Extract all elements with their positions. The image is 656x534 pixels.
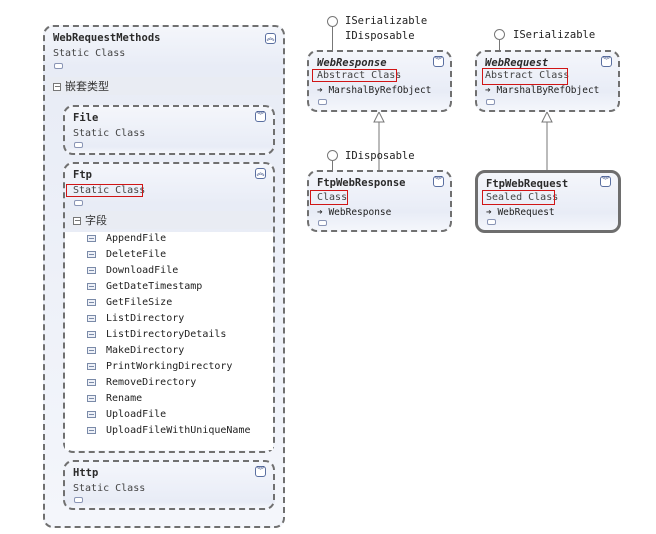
nested-types-section[interactable]: −嵌套类型 [47, 77, 281, 95]
double-chevron-up-icon[interactable]: ︽ [265, 33, 276, 44]
field-icon [87, 314, 96, 322]
field-icon [87, 346, 96, 354]
section-label: 嵌套类型 [65, 80, 109, 93]
class-name: WebResponse [317, 57, 387, 69]
inheritance-arrowhead [541, 110, 553, 123]
compartment-toggle-icon[interactable] [74, 497, 83, 503]
interface-label: IDisposable [345, 150, 415, 162]
field-item[interactable]: ListDirectory [87, 312, 184, 326]
field-icon [87, 266, 96, 274]
field-item[interactable]: DeleteFile [87, 248, 166, 262]
interface-lollipop-icon [327, 150, 338, 161]
field-item[interactable]: Rename [87, 392, 142, 406]
interface-connector [499, 40, 500, 50]
field-icon [87, 330, 96, 338]
interface-lollipop-icon [494, 29, 505, 40]
class-name: File [73, 112, 99, 124]
highlight-box [482, 68, 568, 85]
field-icon [87, 298, 96, 306]
highlight-box [66, 184, 143, 197]
class-shape-file[interactable]: File Static Class ︾ [63, 105, 275, 155]
double-chevron-down-icon[interactable]: ︾ [255, 466, 266, 477]
field-item[interactable]: PrintWorkingDirectory [87, 360, 232, 374]
interface-connector [332, 27, 333, 50]
class-shape-webresponse[interactable]: WebResponse Abstract Class ︾ ➔ MarshalBy… [307, 50, 452, 112]
compartment-toggle-icon[interactable] [487, 219, 496, 225]
field-item[interactable]: RemoveDirectory [87, 376, 196, 390]
field-icon [87, 426, 96, 434]
compartment-toggle-icon[interactable] [74, 200, 83, 206]
compartment-toggle-icon[interactable] [486, 99, 495, 105]
field-icon [87, 250, 96, 258]
class-name: Http [73, 467, 99, 479]
arrow-right-icon: ➔ [486, 207, 498, 218]
double-chevron-down-icon[interactable]: ︾ [601, 56, 612, 67]
compartment-toggle-icon[interactable] [54, 63, 63, 69]
class-shape-http[interactable]: Http Static Class ︾ [63, 460, 275, 510]
compartment-toggle-icon[interactable] [318, 220, 327, 226]
collapse-minus-icon[interactable]: − [53, 82, 61, 91]
class-name: Ftp [73, 169, 92, 181]
interface-connector [332, 161, 333, 170]
interface-label: ISerializable [345, 15, 428, 27]
compartment-toggle-icon[interactable] [74, 142, 83, 148]
field-item[interactable]: MakeDirectory [87, 344, 184, 358]
arrow-right-icon: ➔ [317, 207, 329, 218]
field-list: AppendFile DeleteFile DownloadFile GetDa… [65, 232, 273, 450]
fields-section[interactable]: −字段 [67, 211, 271, 229]
field-icon [87, 410, 96, 418]
class-shape-webrequest[interactable]: WebRequest Abstract Class ︾ ➔ MarshalByR… [475, 50, 620, 112]
base-type: ➔ WebResponse [317, 207, 392, 218]
base-type: ➔ MarshalByRefObject [485, 85, 600, 96]
class-kind: Static Class [73, 483, 146, 494]
class-shape-ftpwebrequest[interactable]: FtpWebRequest Sealed Class ︾ ➔ WebReques… [475, 170, 621, 233]
class-name: FtpWebRequest [486, 178, 569, 190]
class-name: WebRequest [485, 57, 549, 69]
field-item[interactable]: DownloadFile [87, 264, 178, 278]
field-icon [87, 394, 96, 402]
class-kind: Static Class [73, 185, 146, 196]
base-type: ➔ WebRequest [486, 207, 555, 218]
field-item[interactable]: UploadFile [87, 408, 166, 422]
class-kind: Abstract Class [485, 70, 570, 81]
class-shape-ftp[interactable]: Ftp Static Class ︽ −字段 AppendFile Delete… [63, 162, 275, 453]
interface-label: IDisposable [345, 30, 415, 42]
class-kind: Static Class [73, 128, 146, 139]
class-name: WebRequestMethods [53, 32, 161, 44]
class-kind: Static Class [53, 48, 126, 59]
double-chevron-down-icon[interactable]: ︾ [433, 176, 444, 187]
field-item[interactable]: UploadFileWithUniqueName [87, 424, 251, 438]
class-name: FtpWebResponse [317, 177, 406, 189]
collapse-minus-icon[interactable]: − [73, 216, 81, 225]
highlight-box [310, 190, 348, 205]
arrow-right-icon: ➔ [485, 85, 497, 96]
field-icon [87, 282, 96, 290]
arrow-right-icon: ➔ [317, 85, 329, 96]
highlight-box [312, 69, 397, 82]
base-type: ➔ MarshalByRefObject [317, 85, 432, 96]
double-chevron-down-icon[interactable]: ︾ [255, 111, 266, 122]
class-kind: Sealed Class [486, 192, 559, 203]
class-shape-webrequestmethods[interactable]: WebRequestMethods Static Class ︽ −嵌套类型 F… [43, 25, 285, 528]
class-kind: Class [317, 192, 348, 203]
compartment-toggle-icon[interactable] [318, 99, 327, 105]
field-icon [87, 362, 96, 370]
section-label: 字段 [85, 214, 107, 227]
field-item[interactable]: GetFileSize [87, 296, 172, 310]
highlight-box [482, 190, 555, 205]
field-item[interactable]: AppendFile [87, 232, 166, 246]
double-chevron-down-icon[interactable]: ︾ [433, 56, 444, 67]
field-icon [87, 378, 96, 386]
double-chevron-down-icon[interactable]: ︾ [600, 176, 611, 187]
interface-lollipop-icon [327, 16, 338, 27]
inheritance-arrowhead [373, 110, 385, 123]
class-shape-ftpwebresponse[interactable]: FtpWebResponse Class ︾ ➔ WebResponse [307, 170, 452, 232]
interface-label: ISerializable [513, 29, 596, 41]
field-item[interactable]: GetDateTimestamp [87, 280, 202, 294]
field-icon [87, 234, 96, 242]
field-item[interactable]: ListDirectoryDetails [87, 328, 226, 342]
double-chevron-up-icon[interactable]: ︽ [255, 168, 266, 179]
class-kind: Abstract Class [317, 70, 402, 81]
